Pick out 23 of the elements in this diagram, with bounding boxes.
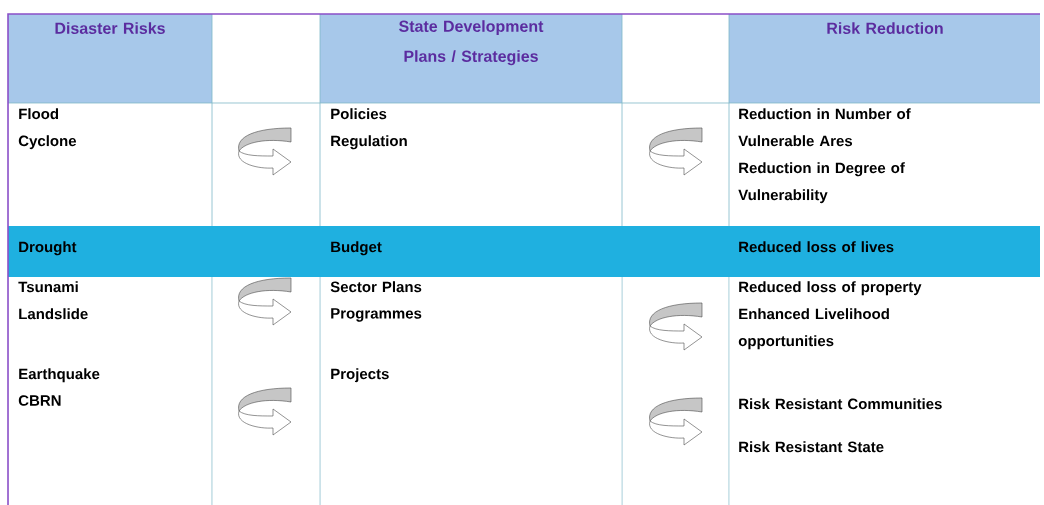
cell-text: Policies: [331, 108, 387, 120]
cell-text: Drought: [19, 241, 77, 256]
cell-text: Flood: [19, 108, 59, 120]
cell-text: Enhanced Livelihood opportunities: [738, 308, 889, 350]
column-header: Disaster Risks: [55, 22, 165, 34]
column-header: State Development Plans / Strategies: [399, 20, 544, 66]
cell-text: Cyclone: [18, 135, 77, 150]
cell-text: Regulation: [331, 135, 407, 150]
cell-text: Reduction in Number of Vulnerable Ares: [738, 108, 911, 147]
cell-text: Budget: [331, 241, 382, 256]
cell-text: Landslide: [19, 308, 88, 320]
cell-text: Reduction in Degree of Vulnerability: [738, 162, 905, 204]
cell-text: Risk Resistant State: [739, 441, 884, 453]
cell-text: Tsunami: [18, 281, 78, 293]
cell-text: Risk Resistant Communities: [739, 398, 942, 410]
cell-text: Programmes: [331, 308, 422, 322]
cell-text: Sector Plans: [330, 281, 422, 293]
cell-text: Reduced loss of lives: [739, 241, 894, 253]
cell-text: Reduced loss of property: [739, 281, 922, 296]
column-header: Risk Reduction: [827, 22, 943, 34]
cell-text: Earthquake: [19, 368, 100, 383]
cell-text: Projects: [331, 368, 389, 383]
cell-text: CBRN: [18, 395, 61, 406]
